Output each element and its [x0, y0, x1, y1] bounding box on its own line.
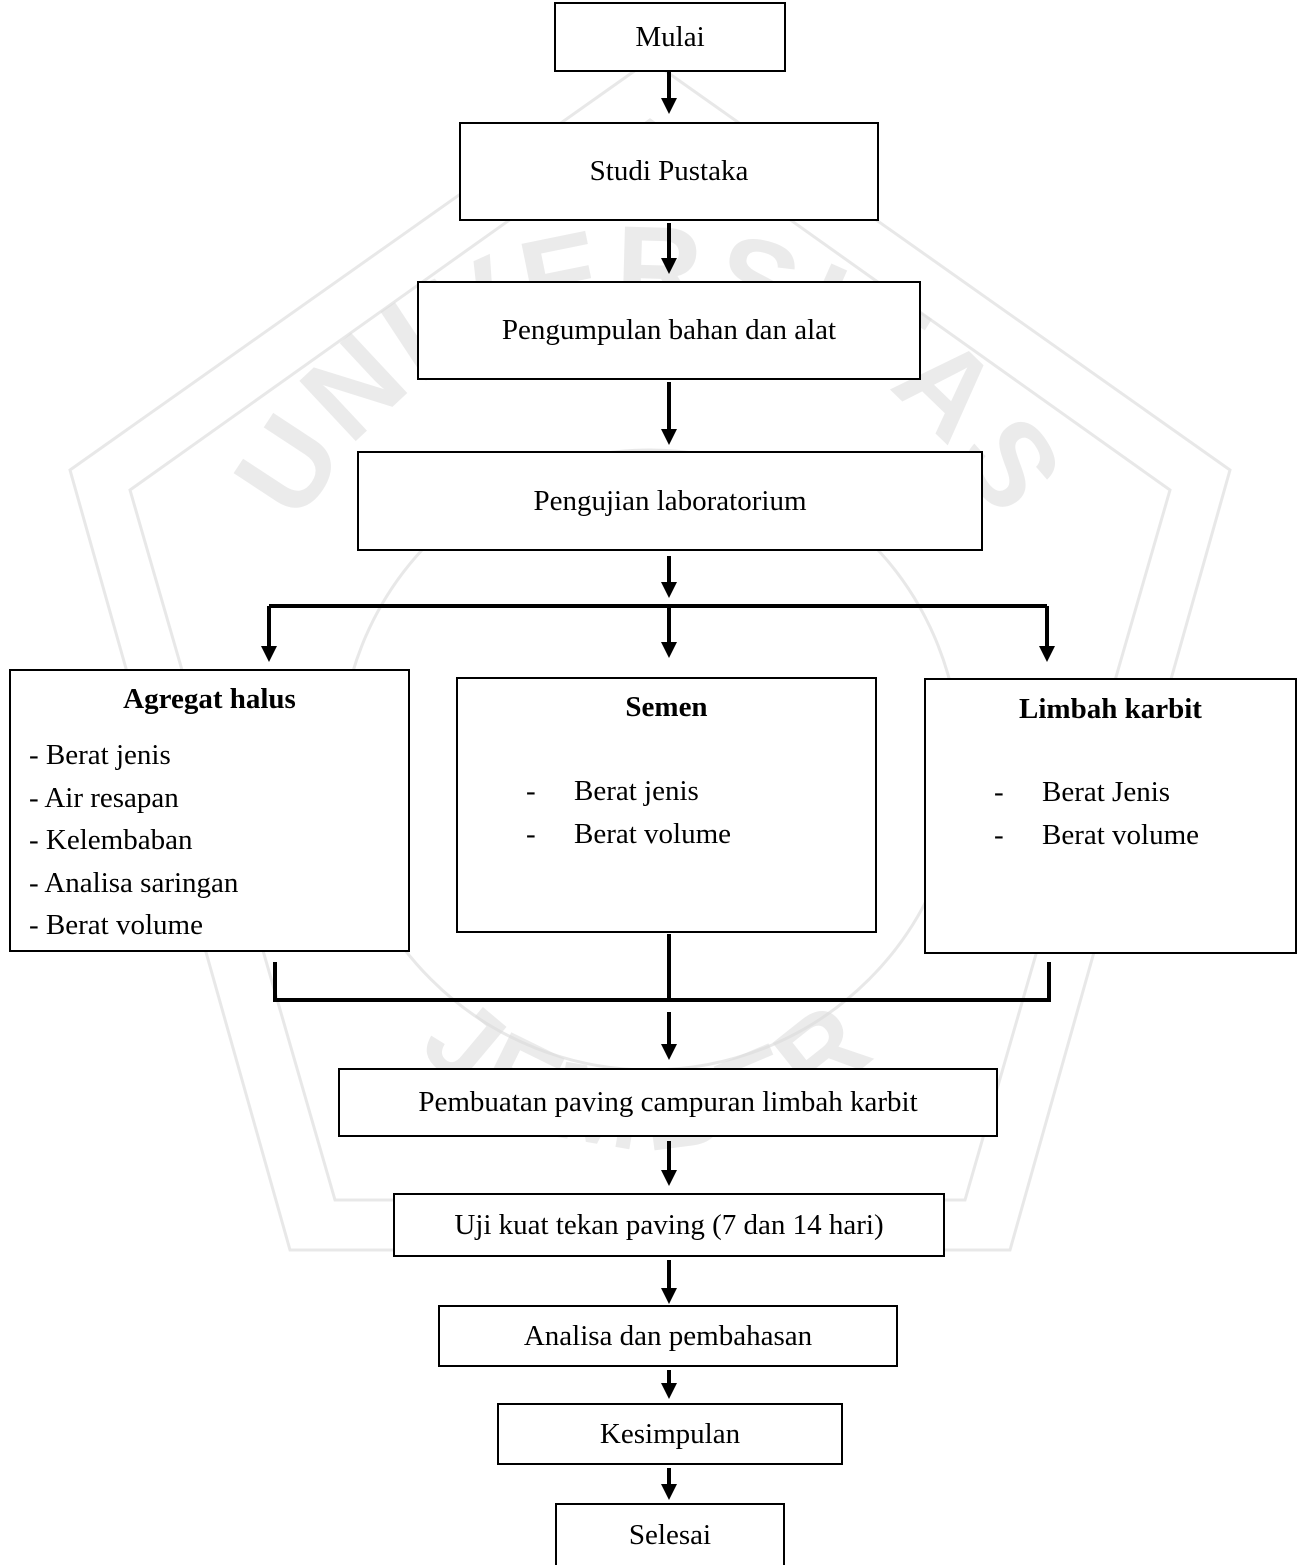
analysis-label: Analisa dan pembahasan [523, 1319, 813, 1352]
list-item-text: Analisa saringan [44, 866, 239, 899]
list-item-text: Berat volume [45, 909, 203, 941]
aggregate-list: - Berat jenis - Air resapan - Kelembaban… [29, 734, 238, 947]
list-item-text: Berat volume [1042, 818, 1200, 851]
list-item-text: Berat Jenis [1042, 776, 1171, 808]
list-item: - Kelembaban [29, 819, 238, 862]
list-marker: - [29, 824, 39, 856]
paving-making-box: Pembuatan paving campuran limbah karbit [338, 1068, 998, 1137]
list-item: - Berat Jenis [994, 771, 1199, 814]
aggregate-title: Agregat halus [123, 683, 296, 715]
cement-box: Semen - Berat jenis - Berat volume [456, 677, 877, 933]
collect-materials-box: Pengumpulan bahan dan alat [417, 281, 921, 380]
paving-making-label: Pembuatan paving campuran limbah karbit [418, 1086, 918, 1119]
aggregate-box: Agregat halus - Berat jenis - Air resapa… [9, 669, 410, 952]
end-label: Selesai [628, 1518, 712, 1551]
carbide-waste-box: Limbah karbit - Berat Jenis - Berat volume [924, 678, 1297, 954]
carbide-waste-title: Limbah karbit [1019, 693, 1202, 725]
literature-study-label: Studi Pustaka [589, 155, 749, 188]
carbide-waste-list: - Berat Jenis - Berat volume [994, 771, 1199, 856]
collect-materials-label: Pengumpulan bahan dan alat [501, 314, 837, 347]
start-label: Mulai [635, 20, 705, 53]
list-marker: - [994, 776, 1004, 808]
list-marker: - [526, 817, 536, 850]
cement-list: - Berat jenis - Berat volume [526, 770, 731, 855]
list-item: - Air resapan [29, 777, 238, 820]
list-item-text: Berat jenis [574, 775, 699, 807]
compressive-test-box: Uji kuat tekan paving (7 dan 14 hari) [393, 1193, 945, 1257]
end-box: Selesai [555, 1503, 785, 1565]
list-marker: - [526, 775, 536, 807]
list-item-text: Berat volume [574, 817, 732, 850]
analysis-box: Analisa dan pembahasan [438, 1305, 898, 1367]
list-item: - Berat volume [29, 904, 238, 947]
lab-testing-box: Pengujian laboratorium [357, 451, 983, 551]
start-box: Mulai [554, 2, 786, 72]
conclusion-label: Kesimpulan [599, 1417, 741, 1450]
list-item-text: Air resapan [44, 781, 179, 814]
list-item-text: Kelembaban [45, 824, 193, 856]
lab-testing-label: Pengujian laboratorium [533, 484, 807, 517]
list-marker: - [29, 909, 39, 941]
list-marker: - [29, 781, 39, 814]
compressive-test-label: Uji kuat tekan paving (7 dan 14 hari) [454, 1208, 884, 1241]
list-item-text: Berat jenis [45, 739, 171, 771]
list-item: - Analisa saringan [29, 862, 238, 905]
conclusion-box: Kesimpulan [497, 1403, 843, 1465]
list-item: - Berat volume [526, 813, 731, 856]
list-item: - Berat volume [994, 814, 1199, 857]
list-item: - Berat jenis [29, 734, 238, 777]
cement-title: Semen [625, 691, 708, 723]
list-marker: - [29, 739, 39, 771]
list-marker: - [994, 818, 1004, 851]
list-marker: - [29, 866, 39, 899]
list-item: - Berat jenis [526, 770, 731, 813]
literature-study-box: Studi Pustaka [459, 122, 879, 221]
